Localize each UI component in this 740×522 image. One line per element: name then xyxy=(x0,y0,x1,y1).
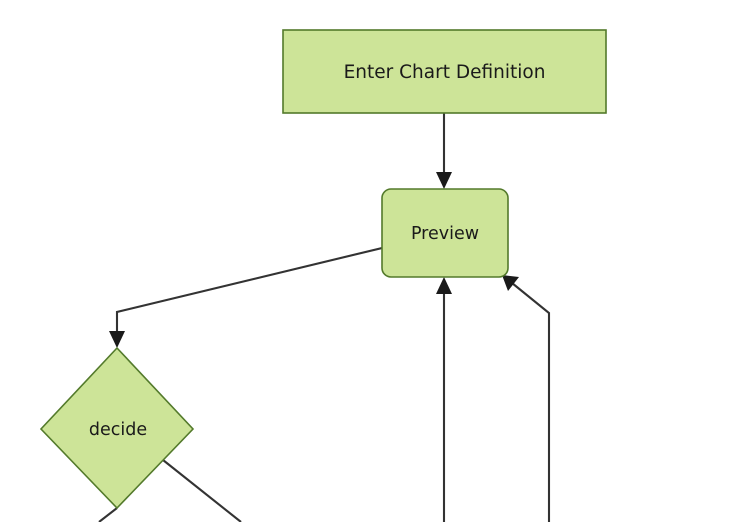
edge-preview-to-decide xyxy=(109,246,383,348)
node-label-enter-chart-definition: Enter Chart Definition xyxy=(344,62,546,83)
edge-return-right-to-preview xyxy=(502,275,551,522)
edge-line xyxy=(98,507,118,522)
edge-line xyxy=(162,459,242,522)
arrowhead-up-icon xyxy=(436,277,452,294)
node-preview[interactable]: Preview xyxy=(381,188,509,278)
edge-return-center-to-preview xyxy=(436,277,452,522)
node-label-preview: Preview xyxy=(411,224,479,244)
node-label-decide: decide xyxy=(89,420,147,440)
edge-line xyxy=(115,246,383,339)
edge-decide-branch-left xyxy=(98,507,118,522)
node-decide[interactable]: decide xyxy=(39,346,195,510)
node-shape-rounded-rectangle[interactable] xyxy=(381,188,509,278)
node-shape-rectangle[interactable] xyxy=(282,29,607,114)
arrowhead-down-icon xyxy=(436,172,452,189)
arrowhead-down-icon xyxy=(109,331,125,348)
arrowhead-up-left-icon xyxy=(502,275,519,291)
node-shape-diamond[interactable] xyxy=(39,346,195,510)
edge-decide-branch-right xyxy=(162,459,242,522)
edge-line xyxy=(511,282,551,522)
edge-enter-to-preview xyxy=(436,113,452,189)
node-enter-chart-definition[interactable]: Enter Chart Definition xyxy=(282,29,607,114)
